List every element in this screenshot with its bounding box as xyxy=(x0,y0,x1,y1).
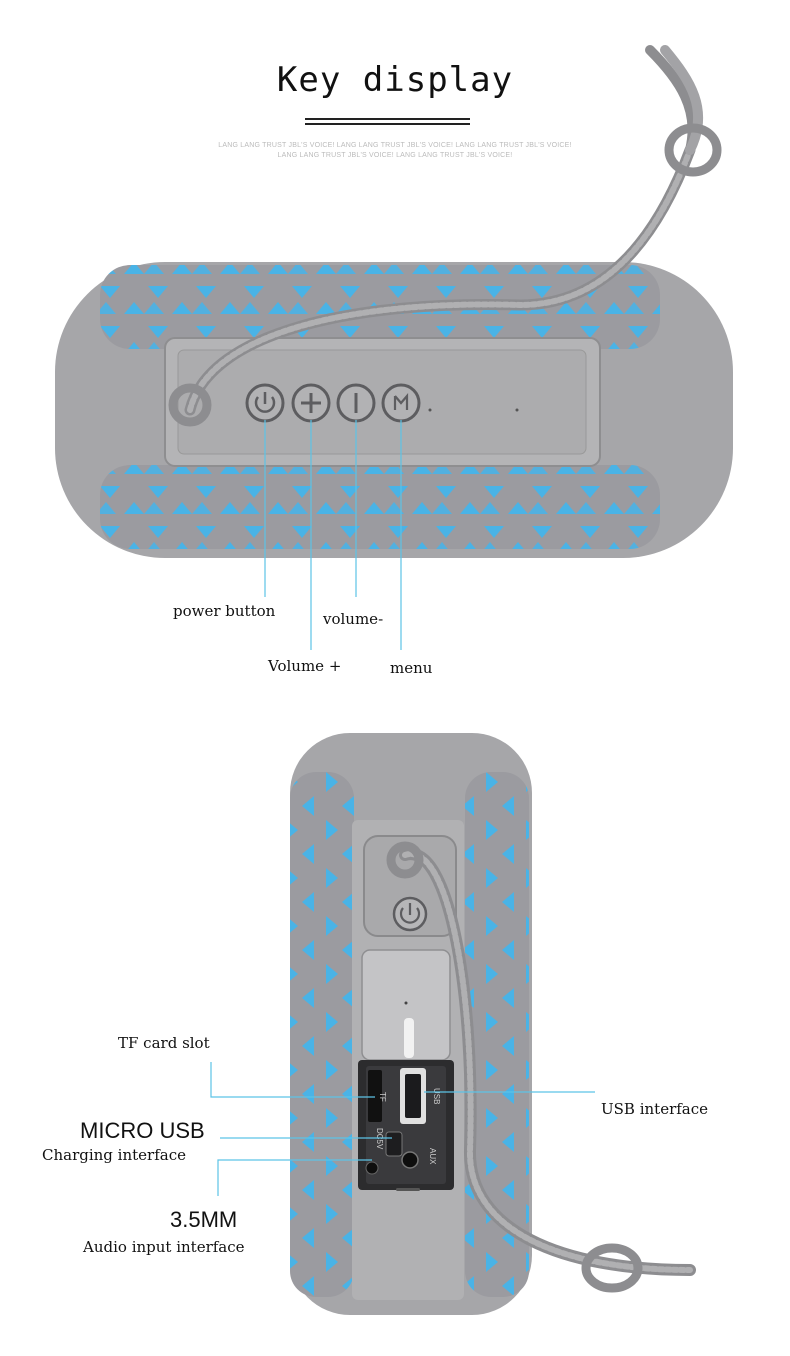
port-mark-tf: TF xyxy=(378,1092,387,1102)
volume-up-button-shape xyxy=(291,383,331,423)
side-callout-lines xyxy=(210,1062,595,1196)
page-title: Key display xyxy=(276,60,514,100)
callout-usb-interface: USB interface xyxy=(601,1100,709,1118)
subtitle-line-1: LANG LANG TRUST JBL'S VOICE! LANG LANG T… xyxy=(218,142,572,149)
callout-micro-usb: MICRO USB xyxy=(80,1118,205,1143)
callout-menu: menu xyxy=(390,659,433,677)
port-mark-aux: AUX xyxy=(428,1148,437,1165)
callout-volume-up: Volume + xyxy=(268,657,342,675)
port-mark-usb: USB xyxy=(432,1088,441,1104)
top-callout-lines xyxy=(264,420,402,650)
callout-audio-input-interface: Audio input interface xyxy=(83,1238,245,1256)
speaker-side-view xyxy=(290,733,696,1315)
subtitle-line-2: LANG LANG TRUST JBL'S VOICE! LANG LANG T… xyxy=(277,152,513,159)
speaker-top-view xyxy=(55,45,733,558)
power-button-shape xyxy=(245,383,285,423)
title-underline xyxy=(305,118,470,120)
callout-charging-interface: Charging interface xyxy=(42,1146,186,1164)
callout-tf-card-slot: TF card slot xyxy=(118,1034,210,1052)
side-power-button-shape xyxy=(392,896,428,932)
callout-volume-down: volume- xyxy=(323,610,384,628)
callout-power-button: power button xyxy=(173,602,276,620)
menu-button-shape xyxy=(381,383,421,423)
volume-down-button-shape xyxy=(336,383,376,423)
strap-side xyxy=(386,841,696,1293)
port-mark-dc5v: DC5V xyxy=(375,1128,384,1150)
strap-top xyxy=(168,45,722,427)
title-underline-2 xyxy=(305,123,470,125)
callout-3-5mm: 3.5MM xyxy=(170,1207,238,1232)
